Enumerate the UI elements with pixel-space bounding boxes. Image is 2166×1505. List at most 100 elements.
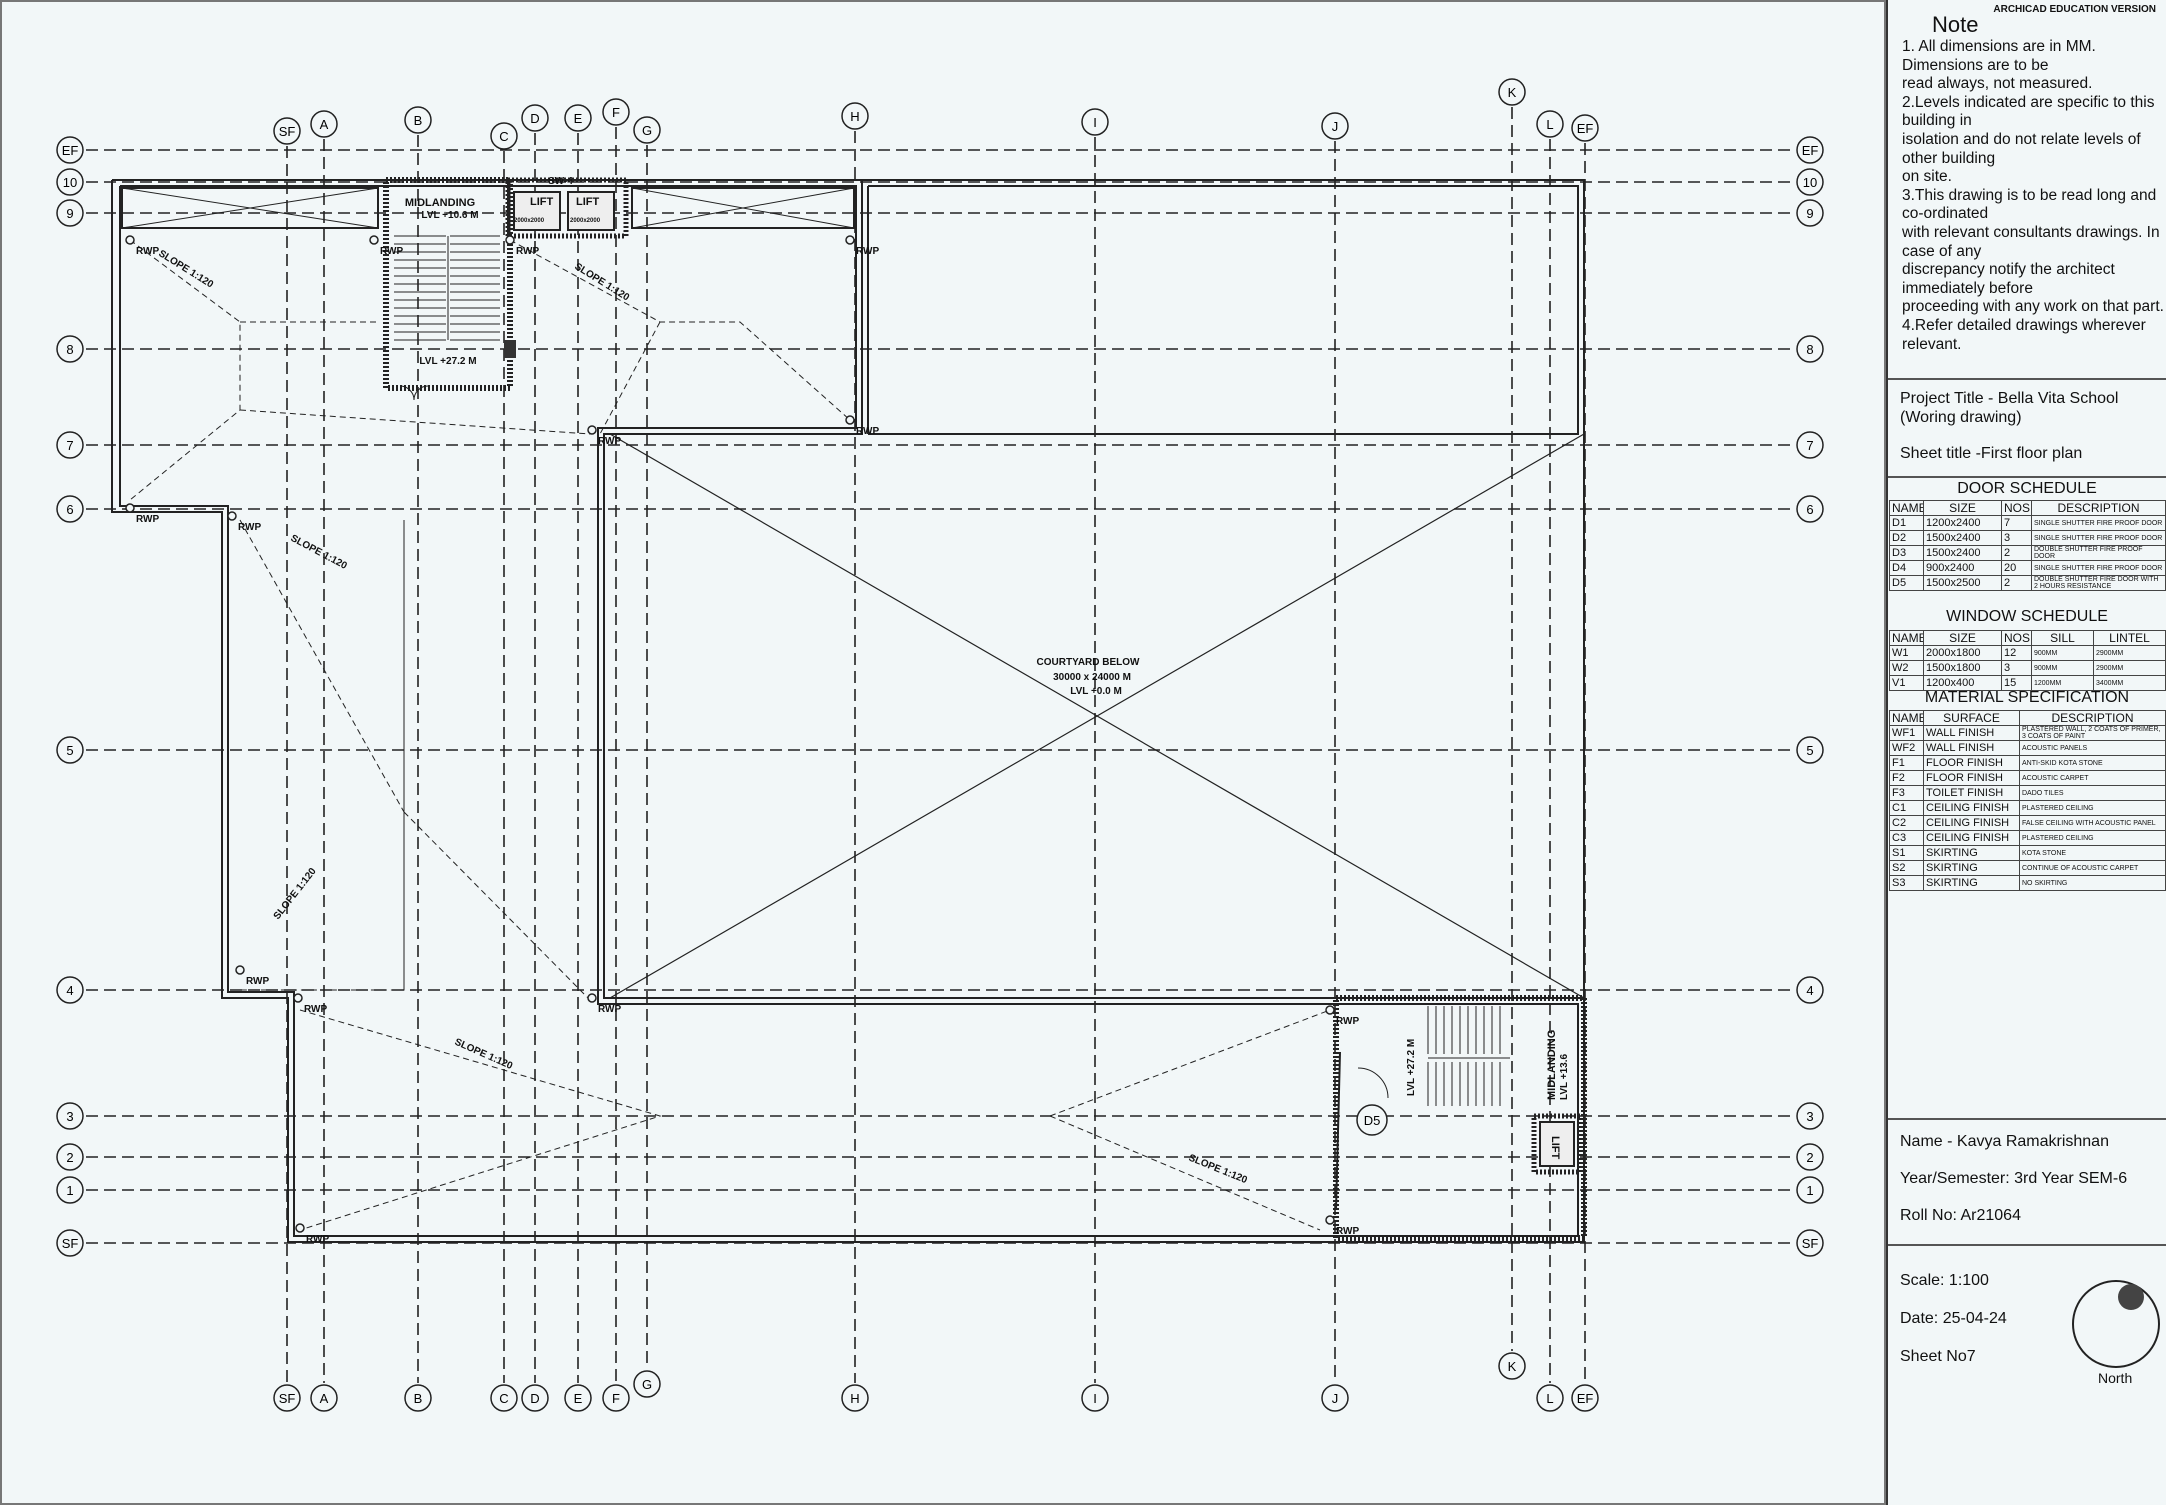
- grid-label: E: [574, 111, 583, 126]
- project-title: Project Title - Bella Vita School: [1900, 390, 2119, 407]
- slope-label-2: SLOPE 1:120: [572, 261, 631, 304]
- grid-bubble-bottom: F: [602, 1384, 630, 1412]
- table-cell: W2: [1889, 660, 1924, 676]
- grid-bubble-right: 10: [1796, 168, 1824, 196]
- grid-label: 6: [1806, 502, 1813, 517]
- table-cell: PLASTERED CEILING: [2019, 800, 2166, 816]
- table-header-row: NAME SIZE NOS DESCRIPTION: [1889, 500, 2166, 516]
- ledge-marks: [121, 187, 855, 229]
- rwp-label: RWP: [856, 426, 879, 437]
- lift-label-3: LIFT: [1549, 1136, 1561, 1159]
- col-header: SURFACE: [1923, 710, 2020, 726]
- note-line: with relevant consultants drawings. In c…: [1902, 223, 2160, 260]
- grid-bubble-top: E: [564, 104, 592, 132]
- grid-bubble-left: 2: [56, 1143, 84, 1171]
- slope-label-4: SLOPE 1:120: [272, 866, 319, 922]
- grid-label: 2: [66, 1150, 73, 1165]
- grid-bubble-right: 2: [1796, 1143, 1824, 1171]
- building-walls: [111, 179, 1585, 1243]
- table-cell: SKIRTING: [1923, 860, 2020, 876]
- grid-bubble-bottom: E: [564, 1384, 592, 1412]
- rwp-label: RWP: [306, 1234, 329, 1245]
- north-arrow-icon: [2072, 1280, 2160, 1368]
- table-cell: 1200MM: [2031, 675, 2094, 691]
- grid-bubble-top: H: [841, 102, 869, 130]
- table-cell: C3: [1889, 830, 1924, 846]
- col-header: NOS: [2001, 500, 2032, 516]
- divider: [1888, 1244, 2166, 1246]
- table-cell: 900MM: [2031, 645, 2094, 661]
- grid-label: 6: [66, 502, 73, 517]
- midlanding-level: LVL +10.6 M: [421, 210, 478, 221]
- divider: [1888, 1118, 2166, 1120]
- rwp-label: RWP: [380, 246, 403, 257]
- grid-label: 1: [66, 1183, 73, 1198]
- table-cell: 900MM: [2031, 660, 2094, 676]
- lift-label-2: LIFT: [576, 196, 599, 208]
- grid-bubble-left: 9: [56, 199, 84, 227]
- table-cell: F1: [1889, 755, 1924, 771]
- note-line: 4.Refer detailed drawings wherever relev…: [1902, 316, 2146, 353]
- table-header-row: NAME SURFACE DESCRIPTION: [1889, 710, 2166, 726]
- table-header-row: NAME SIZE NOS SILL LINTEL: [1889, 630, 2166, 646]
- grid-label: 5: [66, 743, 73, 758]
- grid-label: SF: [279, 124, 296, 139]
- roll-number: Roll No: Ar21064: [1900, 1207, 2021, 1224]
- grid-label: F: [612, 105, 620, 120]
- table-cell: DOUBLE SHUTTER FIRE DOOR WITH 2 HOURS RE…: [2031, 575, 2166, 591]
- grid-label: I: [1093, 115, 1097, 130]
- sheet-number: Sheet No7: [1900, 1348, 1976, 1365]
- grid-bubble-right: 8: [1796, 335, 1824, 363]
- table-cell: 7: [2001, 515, 2032, 531]
- title-block: ARCHICAD EDUCATION VERSION Note 1. All d…: [1886, 0, 2166, 1505]
- col-header: NOS: [2001, 630, 2032, 646]
- rwp-label: RWP: [856, 246, 879, 257]
- north-label: North: [2098, 1370, 2133, 1386]
- plan-labels: MIDLANDING LVL +10.6 M LVL +27.2 M LIFT …: [156, 176, 1570, 1186]
- grid-bubble-left: 3: [56, 1102, 84, 1130]
- grid-label: 4: [1806, 983, 1813, 998]
- grid-bubble-bottom: K: [1498, 1352, 1526, 1380]
- midlanding-2-label: MIDLANDING: [1546, 1030, 1558, 1100]
- grid-bubble-bottom: G: [633, 1370, 661, 1398]
- grid-bubble-right: 7: [1796, 431, 1824, 459]
- table-cell: DOUBLE SHUTTER FIRE PROOF DOOR: [2031, 545, 2166, 561]
- table-cell: TOILET FINISH: [1923, 785, 2020, 801]
- grid-bubble-left: EF: [56, 136, 84, 164]
- grid-bubble-top: F: [602, 98, 630, 126]
- grid-label: B: [414, 1391, 423, 1406]
- courtyard-diagonals: [609, 433, 1585, 999]
- grid-bubble-right: SF: [1796, 1229, 1824, 1257]
- material-spec-title: MATERIAL SPECIFICATION: [1924, 689, 2130, 706]
- note-line: proceeding with any work on that part.: [1902, 298, 2164, 316]
- grid-label: 4: [66, 983, 73, 998]
- rwp-label: RWP: [1336, 1226, 1359, 1237]
- table-cell: SKIRTING: [1923, 875, 2020, 891]
- slope-label-1: SLOPE 1:120: [156, 248, 215, 291]
- grid-label: 7: [1806, 438, 1813, 453]
- rwp-label: RWP: [304, 1004, 327, 1015]
- grid-label: J: [1332, 1391, 1339, 1406]
- grid-bubble-top: C: [490, 122, 518, 150]
- sheet-border: [0, 0, 1886, 1505]
- col-header: SILL: [2031, 630, 2094, 646]
- table-cell: W1: [1889, 645, 1924, 661]
- col-header: DESCRIPTION: [2031, 500, 2166, 516]
- grid-label: 1: [1806, 1183, 1813, 1198]
- rwp-label: RWP: [246, 976, 269, 987]
- col-header: SIZE: [1923, 500, 2002, 516]
- table-cell: WF2: [1889, 740, 1924, 756]
- grid-label: 10: [63, 175, 77, 190]
- table-cell: 2: [2001, 545, 2032, 561]
- table-cell: WALL FINISH: [1923, 725, 2020, 741]
- rwp-label: RWP: [1336, 1016, 1359, 1027]
- table-cell: 12: [2001, 645, 2032, 661]
